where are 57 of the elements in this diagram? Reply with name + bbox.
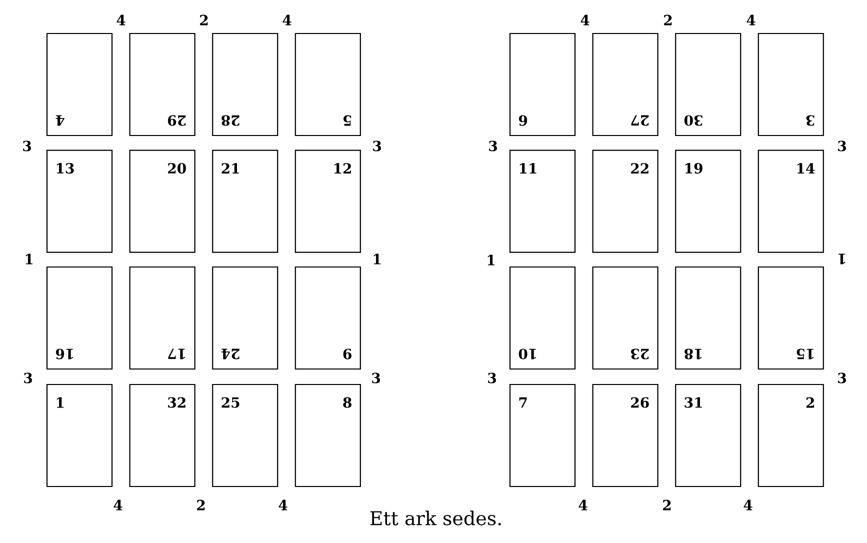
margin-number: 4 — [278, 500, 288, 510]
page-box: 5 — [294, 32, 361, 136]
margin-number: 2 — [664, 14, 672, 26]
page-box: 11 — [509, 150, 576, 253]
margin-number: 4 — [746, 14, 756, 26]
page-box: 28 — [212, 32, 278, 136]
page-box: 27 — [592, 32, 658, 136]
page-box: 6 — [509, 32, 576, 136]
margin-number: 3 — [838, 372, 846, 384]
page-box: 3 — [758, 32, 824, 136]
page-box: 24 — [212, 266, 278, 370]
margin-number: 1 — [488, 254, 494, 266]
page-box: 1 — [46, 384, 113, 488]
margin-number: 2 — [200, 14, 208, 26]
page-box: 29 — [129, 32, 196, 136]
page-box: 25 — [212, 384, 278, 488]
page-box: 16 — [46, 266, 113, 370]
page-box: 2 — [758, 384, 824, 488]
margin-number: 4 — [282, 14, 292, 26]
margin-number: 4 — [744, 500, 752, 510]
margin-number: 3 — [838, 140, 846, 152]
page-box: 15 — [758, 266, 824, 370]
page-box: 20 — [129, 150, 196, 253]
margin-number: 3 — [489, 140, 497, 152]
page-box: 17 — [129, 266, 196, 370]
caption: Ett ark sedes. — [370, 510, 501, 526]
page-box: 22 — [592, 150, 658, 253]
page-box: 4 — [46, 32, 113, 136]
page-box: 26 — [592, 384, 658, 488]
page-box: 31 — [675, 384, 742, 488]
margin-number: 4 — [578, 500, 588, 510]
page-box: 30 — [675, 32, 742, 136]
margin-number: 3 — [24, 372, 32, 384]
margin-number: 2 — [197, 500, 205, 510]
page-box: 13 — [46, 150, 113, 253]
page-box: 10 — [509, 266, 576, 370]
page-box: 18 — [675, 266, 742, 370]
margin-number: 4 — [114, 500, 122, 510]
margin-number: 3 — [488, 372, 496, 384]
margin-number: 2 — [663, 500, 671, 510]
page-box: 12 — [294, 150, 361, 253]
page-box: 19 — [675, 150, 742, 253]
margin-number: 1 — [26, 254, 32, 264]
margin-number: 3 — [372, 372, 380, 384]
page-box: 9 — [294, 266, 361, 370]
margin-number: 3 — [373, 140, 381, 152]
margin-number: 1 — [374, 254, 380, 264]
page-box: 32 — [129, 384, 196, 488]
margin-number: 4 — [116, 14, 126, 26]
margin-number: 3 — [23, 140, 31, 152]
page-box: 21 — [212, 150, 278, 253]
margin-number: 1 — [838, 254, 846, 264]
page-box: 7 — [509, 384, 576, 488]
margin-number: 4 — [580, 14, 590, 26]
page-box: 8 — [294, 384, 361, 488]
page-box: 14 — [758, 150, 824, 253]
page-box: 23 — [592, 266, 658, 370]
